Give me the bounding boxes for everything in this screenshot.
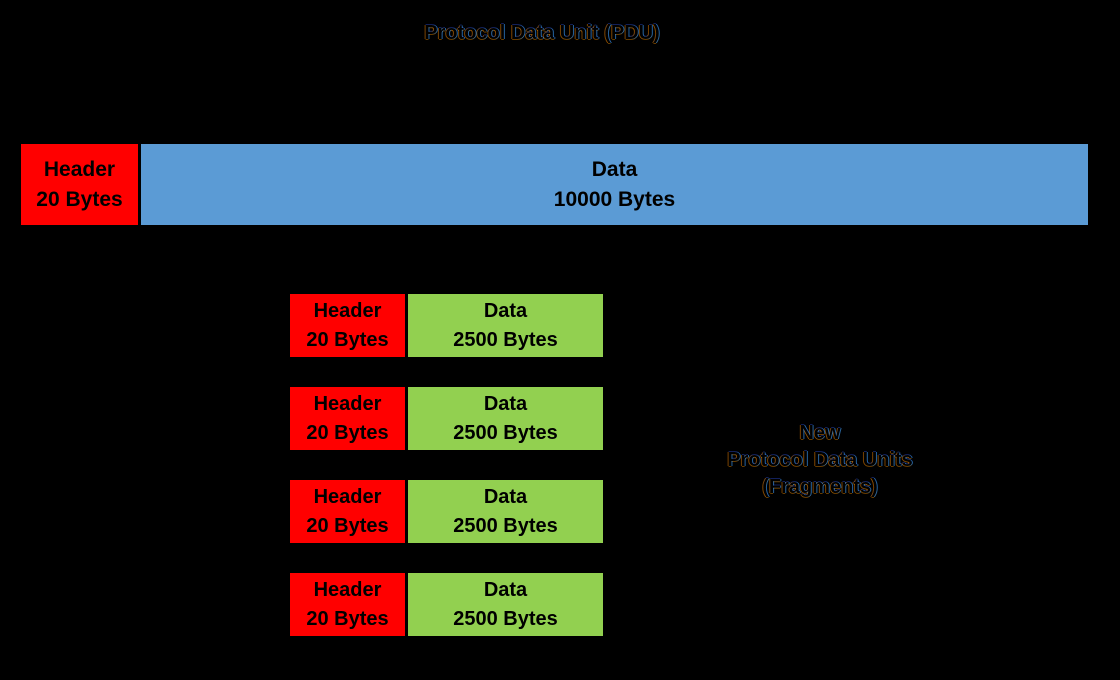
pdu-data-box: Data 10000 Bytes <box>141 144 1088 225</box>
fragment-4-data-line1: Data <box>483 578 528 601</box>
fragment-1-data-line2: 2500 Bytes <box>453 328 558 351</box>
fragment-3-header-line1: Header <box>313 485 382 508</box>
fragment-4-header-box: Header 20 Bytes <box>290 573 405 636</box>
fragment-4-data-line2: 2500 Bytes <box>453 607 558 630</box>
fragment-3-data-box: Data 2500 Bytes <box>408 480 603 543</box>
fragment-4-data-box: Data 2500 Bytes <box>408 573 603 636</box>
fragment-row-2: Header 20 Bytes Data 2500 Bytes <box>290 387 603 450</box>
fragment-2-header-line1: Header <box>313 392 382 415</box>
fragment-row-1: Header 20 Bytes Data 2500 Bytes <box>290 294 603 357</box>
fragment-1-data-line1: Data <box>483 299 528 322</box>
pdu-header-line2: 20 Bytes <box>36 187 123 211</box>
fragments-annotation-line3: (Fragments) <box>762 476 878 498</box>
fragment-2-data-line2: 2500 Bytes <box>453 421 558 444</box>
pdu-data-line2: 10000 Bytes <box>553 187 676 211</box>
pdu-data-line1: Data <box>591 157 638 181</box>
pdu-header-line1: Header <box>43 157 116 181</box>
fragment-1-data-box: Data 2500 Bytes <box>408 294 603 357</box>
fragment-3-header-box: Header 20 Bytes <box>290 480 405 543</box>
fragments-annotation-line1: New <box>799 422 841 444</box>
diagram-title: Protocol Data Unit (PDU) <box>424 22 660 44</box>
fragment-row-4: Header 20 Bytes Data 2500 Bytes <box>290 573 603 636</box>
fragment-1-header-box: Header 20 Bytes <box>290 294 405 357</box>
fragment-2-header-line2: 20 Bytes <box>306 421 389 444</box>
fragments-annotation-line2: Protocol Data Units <box>727 449 913 471</box>
fragment-2-data-box: Data 2500 Bytes <box>408 387 603 450</box>
fragment-1-header-line1: Header <box>313 299 382 322</box>
fragment-2-header-box: Header 20 Bytes <box>290 387 405 450</box>
fragment-row-3: Header 20 Bytes Data 2500 Bytes <box>290 480 603 543</box>
fragment-4-header-line1: Header <box>313 578 382 601</box>
fragment-3-data-line2: 2500 Bytes <box>453 514 558 537</box>
fragment-1-header-line2: 20 Bytes <box>306 328 389 351</box>
fragment-3-header-line2: 20 Bytes <box>306 514 389 537</box>
fragment-3-data-line1: Data <box>483 485 528 508</box>
fragment-4-header-line2: 20 Bytes <box>306 607 389 630</box>
pdu-header-box: Header 20 Bytes <box>21 144 138 225</box>
fragment-2-data-line1: Data <box>483 392 528 415</box>
fragments-annotation: New Protocol Data Units (Fragments) <box>670 420 970 501</box>
